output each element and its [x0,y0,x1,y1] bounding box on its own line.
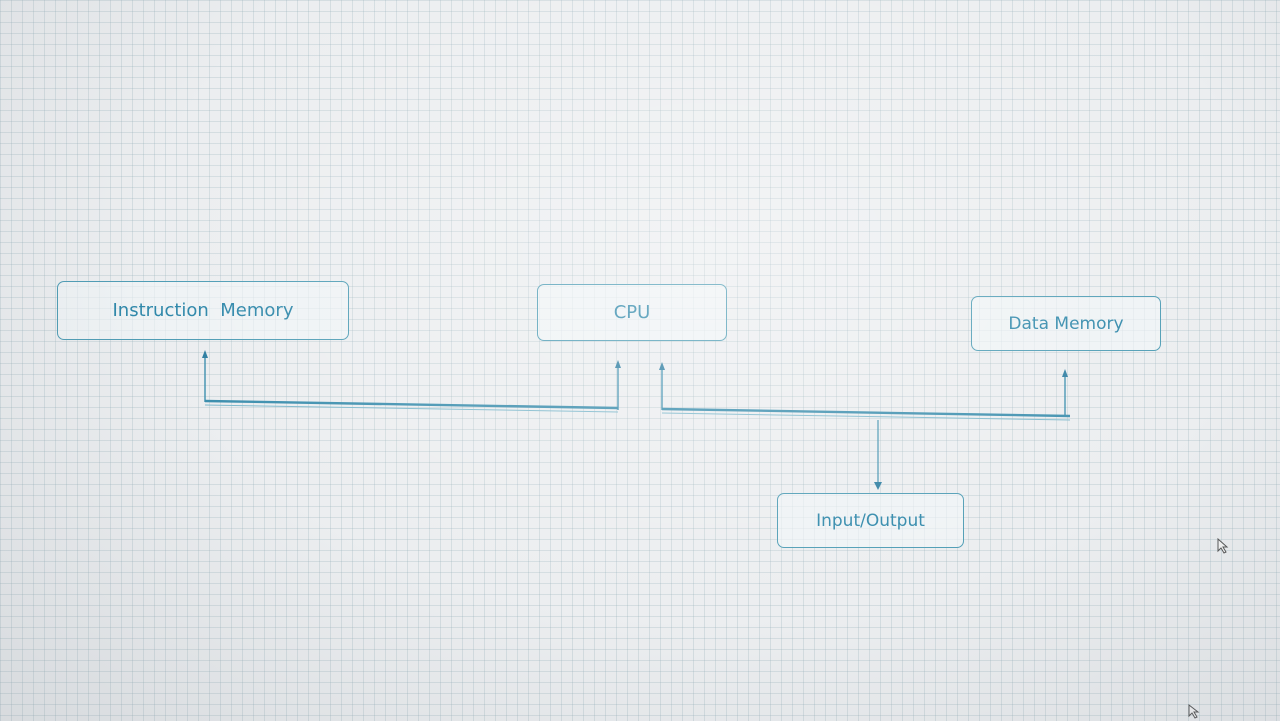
arrowhead-up-icon [202,350,208,358]
arrowhead-up-icon [1062,369,1068,377]
input-output-node[interactable]: Input/Output [777,493,964,548]
data-memory-label: Data Memory [1008,313,1124,334]
bus-cpu-data [661,370,1071,482]
mouse-pointer-icon [1188,703,1200,719]
data-memory-node[interactable]: Data Memory [971,296,1161,351]
arrowhead-up-icon [615,360,621,368]
cpu-label: CPU [613,302,651,323]
input-output-label: Input/Output [816,510,925,531]
instruction-memory-label: Instruction Memory [112,300,294,321]
arrowhead-down-icon [874,482,882,490]
instruction-memory-node[interactable]: Instruction Memory [57,281,349,340]
bus-instruction-cpu [204,358,619,413]
cpu-node[interactable]: CPU [537,284,727,341]
arrowhead-up-icon [659,362,665,370]
mouse-pointer-icon [1217,537,1229,554]
